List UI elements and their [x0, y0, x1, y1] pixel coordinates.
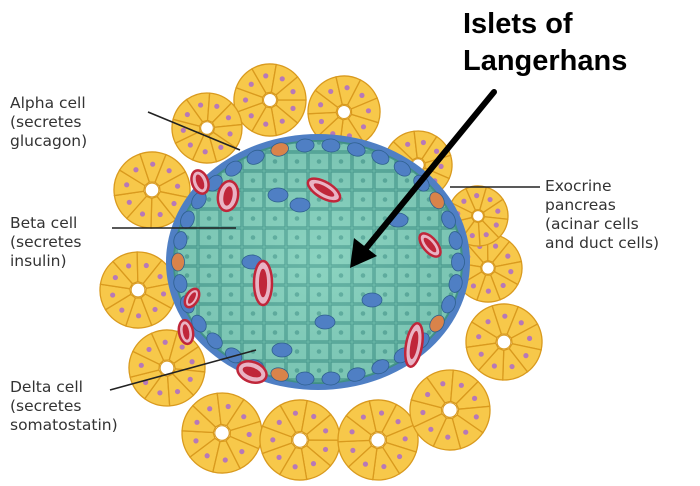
acinus: [129, 330, 205, 406]
alpha-cell: [362, 293, 382, 307]
acinus: [338, 400, 418, 480]
acinus: [410, 370, 490, 450]
delta-label-line-2: (secretes: [10, 397, 118, 416]
acinus: [260, 400, 340, 480]
beta-label-line-2: (secretes: [10, 233, 81, 252]
exocrine-label-line-3: (acinar cells: [545, 215, 659, 234]
diagram-title: Islets of Langerhans: [463, 6, 627, 80]
title-line-2: Langerhans: [463, 43, 627, 80]
beta-cell-label: Beta cell (secretes insulin): [10, 214, 81, 271]
delta-label-line-3: somatostatin): [10, 416, 118, 435]
acinus: [234, 64, 306, 136]
alpha-label-line-2: (secretes: [10, 113, 87, 132]
delta-cell: [172, 253, 185, 271]
beta-label-line-3: insulin): [10, 252, 81, 271]
alpha-label-line-1: Alpha cell: [10, 94, 87, 113]
alpha-cell: [452, 253, 465, 271]
acinus: [172, 93, 242, 163]
exocrine-pancreas-label: Exocrine pancreas (acinar cells and duct…: [545, 177, 659, 253]
delta-label-line-1: Delta cell: [10, 378, 118, 397]
alpha-label-line-3: glucagon): [10, 132, 87, 151]
acinus: [466, 304, 542, 380]
alpha-cell: [315, 315, 335, 329]
title-line-1: Islets of: [463, 6, 627, 43]
acinus: [100, 252, 176, 328]
alpha-cell: [272, 343, 292, 357]
capillary: [254, 261, 272, 305]
delta-cell-label: Delta cell (secretes somatostatin): [10, 378, 118, 435]
exocrine-label-line-2: pancreas: [545, 196, 659, 215]
beta-label-line-1: Beta cell: [10, 214, 81, 233]
acinus: [182, 393, 262, 473]
exocrine-label-line-4: and duct cells): [545, 234, 659, 253]
alpha-cell: [290, 198, 310, 212]
alpha-cell-label: Alpha cell (secretes glucagon): [10, 94, 87, 151]
alpha-cell: [268, 188, 288, 202]
exocrine-label-line-1: Exocrine: [545, 177, 659, 196]
